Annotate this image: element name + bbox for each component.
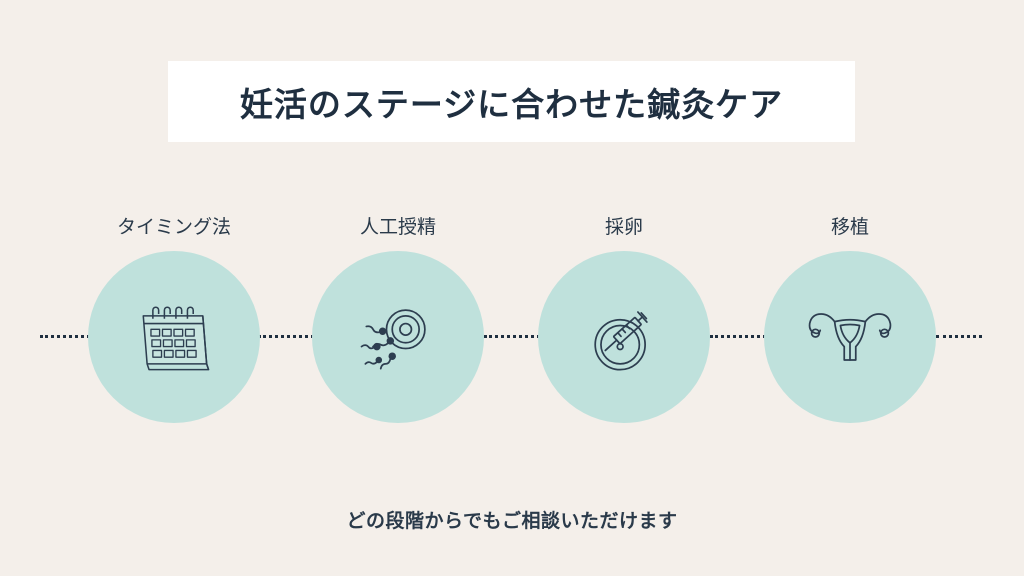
stage-label: 人工授精 bbox=[359, 216, 436, 238]
connector-left bbox=[40, 335, 90, 338]
stage-circle bbox=[312, 251, 484, 423]
stage-label: 移植 bbox=[830, 216, 869, 238]
sperm-egg-icon bbox=[360, 309, 426, 370]
connector-right bbox=[936, 335, 982, 338]
uterus-icon bbox=[808, 313, 892, 361]
stage-circle bbox=[538, 251, 710, 423]
stage-label: タイミング法 bbox=[116, 216, 231, 238]
page-title: 妊活のステージに合わせた鍼灸ケア bbox=[239, 84, 784, 124]
connector-1-2 bbox=[258, 335, 314, 338]
syringe-dish-icon bbox=[594, 311, 648, 371]
footer-message: どの段階からでもご相談いただけます bbox=[346, 510, 678, 532]
connector-3-4 bbox=[710, 335, 766, 338]
stage-label: 採卵 bbox=[604, 216, 643, 238]
title-box: 妊活のステージに合わせた鍼灸ケア bbox=[168, 61, 855, 142]
stage-circle bbox=[88, 251, 260, 423]
calendar-icon bbox=[142, 306, 210, 371]
stage-circle bbox=[764, 251, 936, 423]
connector-2-3 bbox=[484, 335, 540, 338]
